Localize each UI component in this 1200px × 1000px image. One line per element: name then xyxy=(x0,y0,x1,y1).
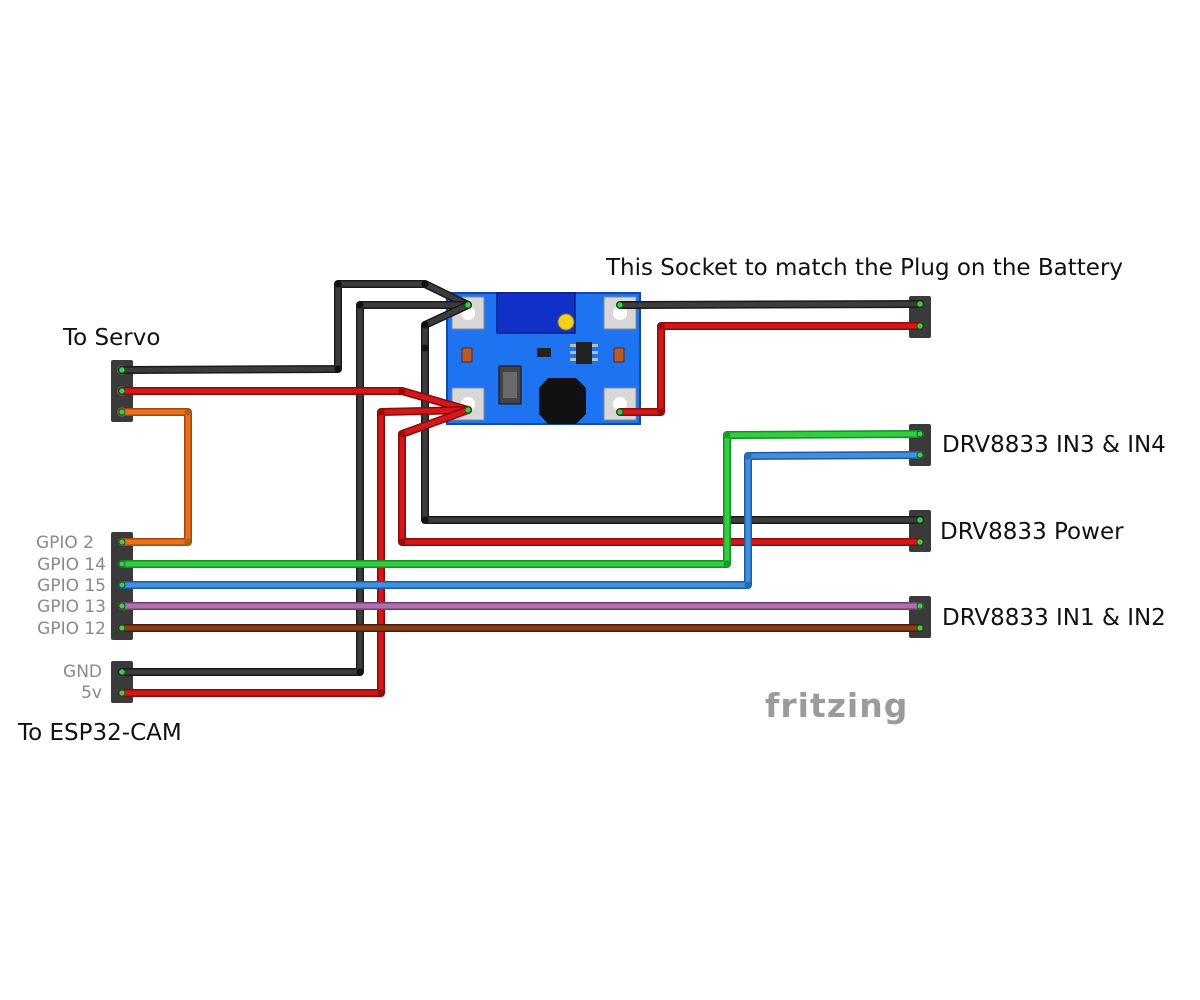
smd-capacitor xyxy=(613,347,625,363)
wire-bendpoints xyxy=(334,280,429,676)
wire-bendpoints-red xyxy=(377,322,665,697)
wire-gpio15 xyxy=(118,451,924,589)
drv8833-power-label: DRV8833 Power xyxy=(940,519,1124,545)
wire-servo-ground xyxy=(118,280,472,374)
wire-battery-power xyxy=(616,322,924,416)
pin-label-gpio12: GPIO 12 xyxy=(37,619,106,639)
pin-label-gpio2: GPIO 2 xyxy=(35,533,94,553)
smd-capacitor xyxy=(461,347,473,363)
wire-esp32-5v xyxy=(118,406,472,697)
trim-screw xyxy=(557,313,575,331)
fritzing-logo: fritzing xyxy=(765,686,909,725)
wire-gpio14 xyxy=(118,430,924,568)
drv8833-in12-label: DRV8833 IN1 & IN2 xyxy=(942,605,1166,631)
pin-label-gpio15: GPIO 15 xyxy=(37,576,106,596)
battery-socket-label: This Socket to match the Plug on the Bat… xyxy=(606,255,1124,281)
esp32-label: To ESP32-CAM xyxy=(18,720,182,746)
wire-esp32-ground xyxy=(118,301,472,676)
pin-label-gpio13: GPIO 13 xyxy=(37,597,106,617)
servo-label: To Servo xyxy=(63,325,161,351)
pin-label-gnd: GND xyxy=(63,662,102,682)
inductor xyxy=(539,378,586,424)
wire-servo-power xyxy=(118,387,472,414)
wire-gpio2 xyxy=(118,408,192,546)
connection-points xyxy=(118,300,924,697)
smd-resistor xyxy=(537,348,551,357)
wire-drv-power xyxy=(398,406,924,546)
wire-battery-ground xyxy=(616,300,924,309)
boost-converter-board xyxy=(446,292,641,425)
pin-label-gpio14: GPIO 14 xyxy=(37,555,106,575)
wire-bendpoints-color xyxy=(184,408,752,589)
pin-label-5v: 5v xyxy=(81,683,102,703)
drv8833-in34-label: DRV8833 IN3 & IN4 xyxy=(942,432,1166,458)
controller-ic xyxy=(576,342,592,364)
